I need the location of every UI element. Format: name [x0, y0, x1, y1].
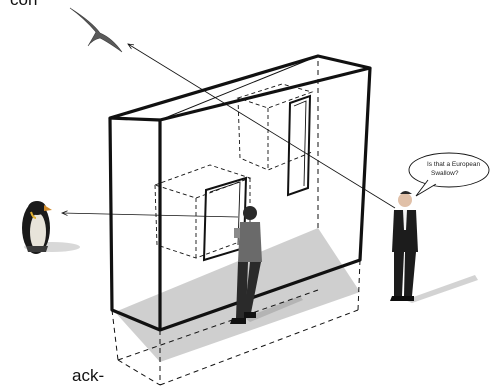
speech-bubble-line-1: Is that a European — [427, 161, 480, 168]
speech-bubble-line-2: Swallow? — [431, 170, 458, 177]
viewer-shadow — [405, 275, 478, 303]
caption-fragment-top: con — [10, 0, 37, 10]
swallow-bird-icon — [70, 8, 122, 52]
sightline-to-bird — [128, 44, 395, 208]
caption-fragment-bottom: ack- — [72, 366, 104, 386]
sightline-to-penguin — [62, 213, 238, 217]
box-back-top — [110, 56, 370, 120]
penguin-icon — [22, 201, 52, 254]
